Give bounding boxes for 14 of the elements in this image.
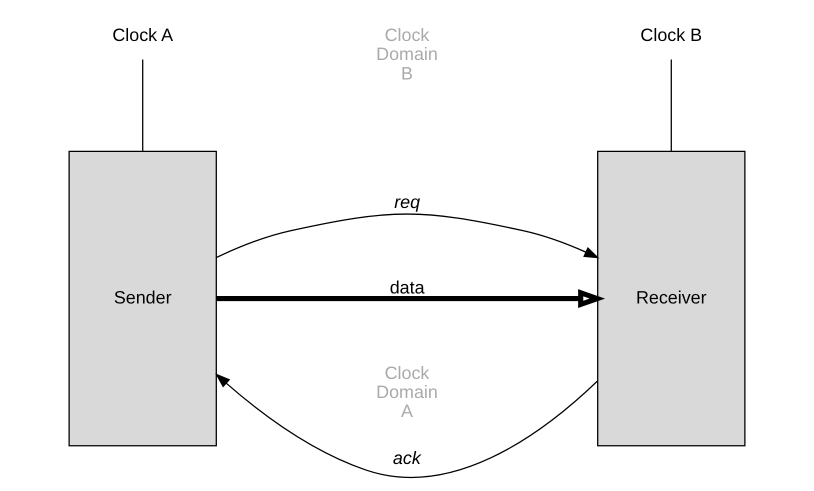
label: Clock Domain A [376,362,438,422]
node-box: Receiver [597,150,746,446]
arrow [215,373,598,478]
edge-label: ack [392,448,421,468]
connector [142,60,144,151]
edge-label: data [390,278,425,298]
node-text: Clock A [112,24,174,45]
node-box: Sender [68,150,217,446]
connector [670,60,672,151]
node-text: Clock B [640,24,702,45]
arrow [216,289,606,308]
label: Clock Domain B [376,24,438,84]
arrow [216,213,600,258]
edge-label: req [394,192,420,212]
